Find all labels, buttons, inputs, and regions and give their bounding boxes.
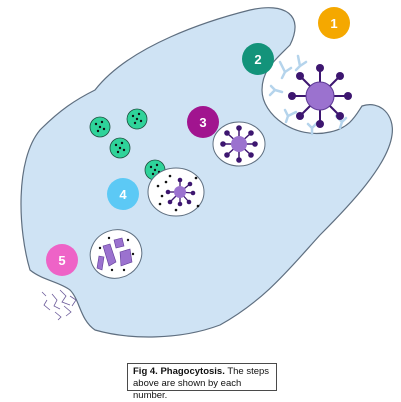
pathogen xyxy=(288,64,352,128)
receptor xyxy=(283,108,298,124)
step-badge-circle xyxy=(242,43,274,75)
step-number-4: 4 xyxy=(119,187,127,202)
receptor xyxy=(278,60,293,80)
phagosome xyxy=(212,121,266,167)
step-badge-circle xyxy=(46,244,78,276)
phagocyte-cell xyxy=(20,7,393,338)
phagolysosome xyxy=(147,167,205,217)
receptor xyxy=(268,84,284,97)
step-badge-circle xyxy=(107,178,139,210)
lysosome xyxy=(89,116,111,138)
step-badge-circle xyxy=(187,106,219,138)
step-number-1: 1 xyxy=(330,16,337,31)
step-badge-2: 2 xyxy=(242,43,274,75)
figure-caption: Fig 4. Phagocytosis. The steps above are… xyxy=(127,363,277,401)
caption-text: The steps above are shown by each number… xyxy=(133,366,270,401)
step-badge-5: 5 xyxy=(46,244,78,276)
step-number-3: 3 xyxy=(199,115,206,130)
step-number-2: 2 xyxy=(254,52,261,67)
step-badge-1: 1 xyxy=(318,7,350,39)
lysosome xyxy=(126,108,148,130)
step-badge-4: 4 xyxy=(107,178,139,210)
step-badge-3: 3 xyxy=(187,106,219,138)
caption-title: Fig 4. Phagocytosis. xyxy=(133,366,225,377)
digested-vesicle xyxy=(89,229,143,279)
expelled-debris xyxy=(41,289,77,321)
receptor xyxy=(294,54,308,72)
lysosome xyxy=(109,137,131,159)
step-number-5: 5 xyxy=(58,253,65,268)
step-badge-circle xyxy=(318,7,350,39)
